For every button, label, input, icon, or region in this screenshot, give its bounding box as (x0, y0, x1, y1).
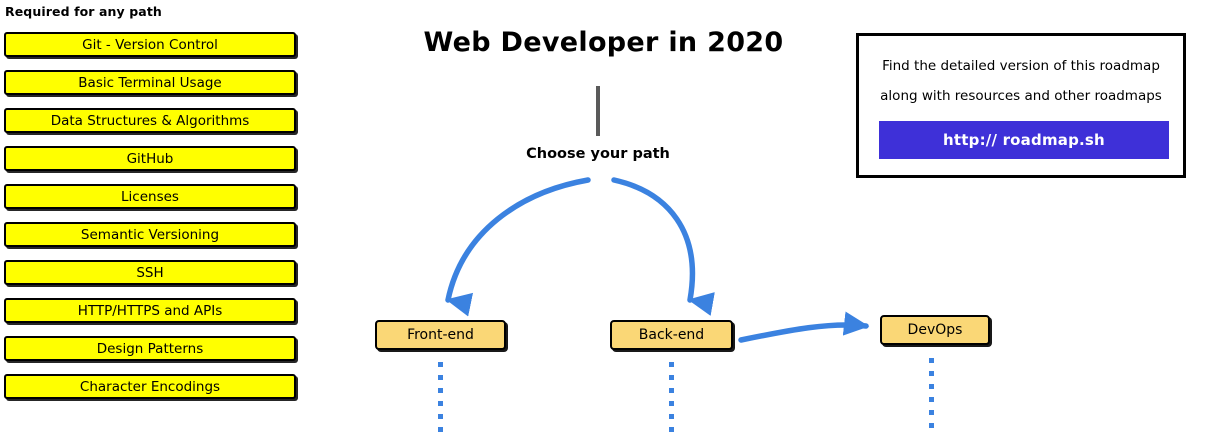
arrow-to-frontend (445, 177, 591, 317)
dotted-tail-frontend (438, 362, 443, 432)
path-box-devops[interactable]: DevOps (880, 315, 990, 345)
info-panel: Find the detailed version of this roadma… (856, 33, 1186, 178)
required-skill-label: Semantic Versioning (80, 226, 220, 243)
required-skill-box[interactable]: GitHub (4, 146, 296, 171)
page-title-text: Web Developer in 2020 (423, 27, 784, 58)
required-skill-label: Data Structures & Algorithms (50, 112, 250, 129)
required-skill-box[interactable]: SSH (4, 260, 296, 285)
page-title: Web Developer in 2020 (0, 27, 1207, 58)
dotted-tail-backend (669, 362, 674, 432)
required-skill-label: Design Patterns (96, 340, 204, 357)
dotted-tail-devops (929, 358, 934, 428)
required-skill-label: HTTP/HTTPS and APIs (77, 302, 223, 319)
required-skill-label: Git - Version Control (82, 36, 218, 53)
roadmap-sh-link-label: http:// roadmap.sh (943, 131, 1105, 149)
required-skills-heading: Required for any path (5, 4, 162, 19)
required-skill-label: Character Encodings (79, 378, 221, 395)
required-skill-label: SSH (136, 264, 164, 281)
path-label-front-end: Front-end (407, 326, 474, 343)
required-skill-box[interactable]: Data Structures & Algorithms (4, 108, 296, 133)
info-panel-line-2: along with resources and other roadmaps (880, 88, 1162, 104)
path-label-back-end: Back-end (638, 326, 705, 343)
roadmap-sh-link-button[interactable]: http:// roadmap.sh (879, 121, 1169, 159)
required-skill-box[interactable]: Git - Version Control (4, 32, 296, 57)
arrow-to-backend (611, 177, 715, 316)
required-skill-box[interactable]: Licenses (4, 184, 296, 209)
title-stem-line (596, 86, 600, 136)
path-box-front-end[interactable]: Front-end (375, 320, 506, 350)
required-skill-label: GitHub (126, 150, 174, 167)
path-label-devops: DevOps (907, 321, 963, 338)
required-skill-box[interactable]: Semantic Versioning (4, 222, 296, 247)
required-skill-box[interactable]: HTTP/HTTPS and APIs (4, 298, 296, 323)
required-skill-box[interactable]: Character Encodings (4, 374, 296, 399)
required-skills-column: Required for any path Git - Version Cont… (4, 0, 296, 399)
required-skill-box[interactable]: Basic Terminal Usage (4, 70, 296, 95)
required-skill-label: Licenses (121, 188, 179, 205)
required-skill-label: Basic Terminal Usage (78, 74, 222, 91)
choose-your-path-label: Choose your path (526, 146, 670, 162)
path-box-back-end[interactable]: Back-end (610, 320, 733, 350)
arrow-backend-to-devops (738, 311, 870, 343)
info-panel-line-1: Find the detailed version of this roadma… (882, 58, 1160, 74)
required-skill-box[interactable]: Design Patterns (4, 336, 296, 361)
